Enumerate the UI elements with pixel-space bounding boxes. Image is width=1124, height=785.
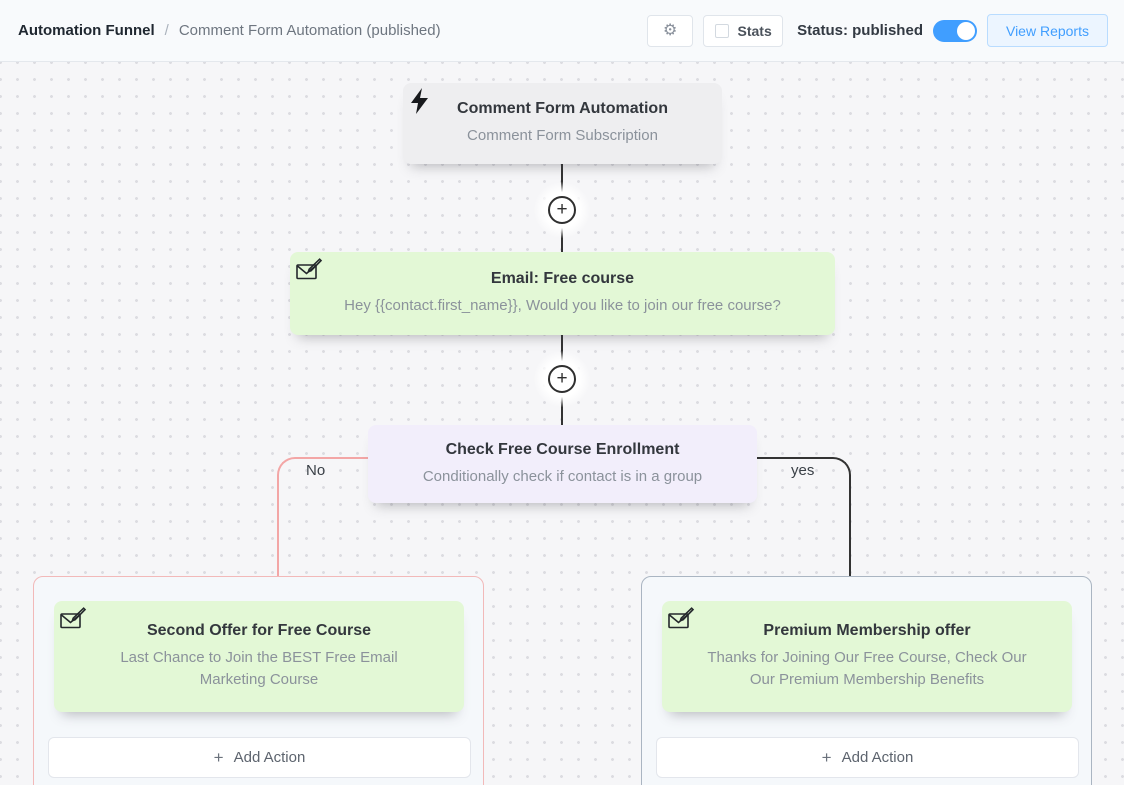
plus-icon: + <box>556 198 568 220</box>
condition-node-subtitle: Conditionally check if contact is in a g… <box>422 467 703 485</box>
breadcrumb-separator: / <box>164 22 169 39</box>
add-node-halo: + <box>534 182 590 238</box>
trigger-node[interactable]: Comment Form Automation Comment Form Sub… <box>403 83 722 164</box>
compose-email-icon <box>59 605 87 633</box>
branch-label-no: No <box>306 462 326 479</box>
branch-no-node-subtitle: Last Chance to Join the BEST Free Email … <box>120 649 398 688</box>
add-action-button-yes[interactable]: + Add Action <box>656 737 1079 778</box>
email-node-subtitle: Hey {{contact.first_name}}, Would you li… <box>344 297 781 315</box>
header-actions: ⚙ Stats Status: published View Reports <box>647 14 1108 47</box>
breadcrumb-title: Comment Form Automation (published) <box>178 22 441 39</box>
stats-label: Stats <box>737 22 772 39</box>
branch-line-yes <box>740 457 851 577</box>
add-node-button-1[interactable]: + <box>548 196 576 224</box>
status-toggle[interactable] <box>932 19 977 42</box>
branch-container-yes: Premium Membership offer Thanks for Join… <box>641 576 1092 785</box>
plus-icon: + <box>821 747 832 767</box>
stats-checkbox[interactable] <box>714 23 729 38</box>
branch-label-yes: yes <box>791 462 815 479</box>
status-toggle-knob <box>956 21 975 40</box>
branch-no-email-node[interactable]: Second Offer for Free Course Last Chance… <box>54 601 464 712</box>
view-reports-button[interactable]: View Reports <box>986 14 1108 47</box>
status-label: Status: published <box>797 22 923 39</box>
add-action-button-no[interactable]: + Add Action <box>48 737 471 778</box>
add-node-button-2[interactable]: + <box>548 365 576 393</box>
email-node-title: Email: Free course <box>490 270 635 288</box>
branch-line-no <box>277 457 380 577</box>
trigger-node-title: Comment Form Automation <box>457 100 668 118</box>
condition-node[interactable]: Check Free Course Enrollment Conditional… <box>368 425 757 503</box>
funnel-canvas: No yes + + Comment Form Automation Comme… <box>0 62 1124 785</box>
add-action-label: Add Action <box>233 749 306 766</box>
branch-yes-email-node[interactable]: Premium Membership offer Thanks for Join… <box>662 601 1072 712</box>
settings-button[interactable]: ⚙ <box>647 14 694 47</box>
add-node-halo: + <box>534 351 590 407</box>
lightning-icon <box>408 87 432 115</box>
branch-yes-node-subtitle: Thanks for Joining Our Free Course, Chec… <box>707 649 1027 688</box>
trigger-node-subtitle: Comment Form Subscription <box>467 127 658 145</box>
breadcrumb-section[interactable]: Automation Funnel <box>18 22 155 39</box>
breadcrumb: Automation Funnel / Comment Form Automat… <box>18 22 441 39</box>
plus-icon: + <box>213 747 224 767</box>
email-action-node[interactable]: Email: Free course Hey {{contact.first_n… <box>290 252 835 335</box>
compose-email-icon <box>295 256 323 284</box>
condition-node-title: Check Free Course Enrollment <box>445 440 680 458</box>
branch-no-node-title: Second Offer for Free Course <box>146 622 372 640</box>
view-reports-label: View Reports <box>1005 22 1089 39</box>
stats-toggle-button[interactable]: Stats <box>703 14 784 47</box>
branch-container-no: Second Offer for Free Course Last Chance… <box>33 576 484 785</box>
gear-icon: ⚙ <box>662 21 678 39</box>
header-bar: Automation Funnel / Comment Form Automat… <box>0 0 1124 62</box>
compose-email-icon <box>667 605 695 633</box>
branch-yes-node-title: Premium Membership offer <box>763 622 971 640</box>
plus-icon: + <box>556 367 568 389</box>
add-action-label: Add Action <box>841 749 914 766</box>
